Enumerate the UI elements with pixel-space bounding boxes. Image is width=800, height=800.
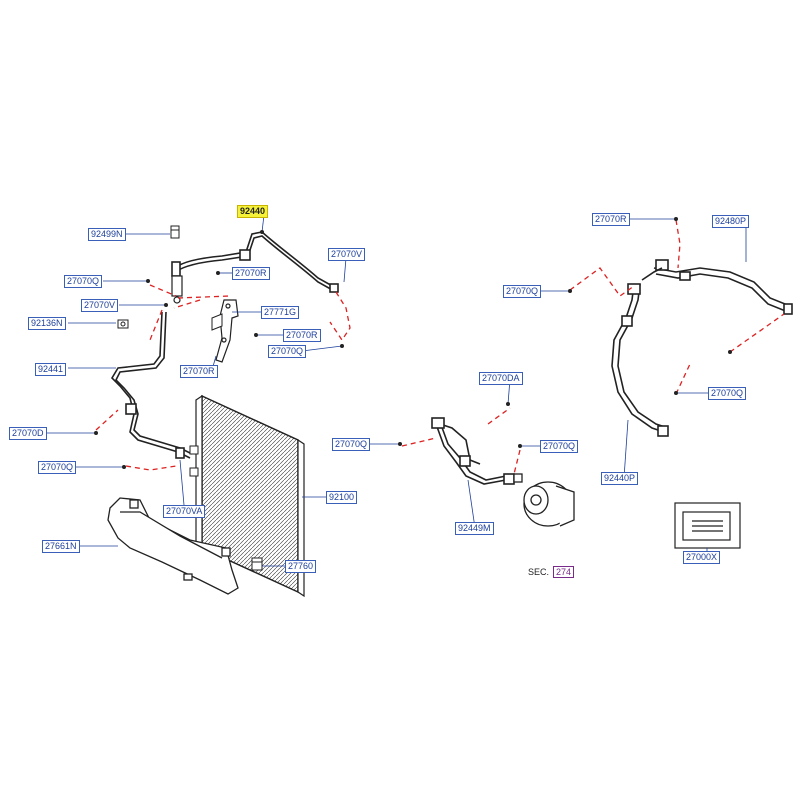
section-reference[interactable]: SEC.274 — [528, 566, 575, 578]
air-guide-27661n — [107, 497, 239, 595]
bracket-27771g — [215, 299, 239, 363]
part-label-27070q-d[interactable]: 27070Q — [332, 438, 371, 451]
bolt-27760-icon — [251, 557, 263, 571]
hose-92449m — [431, 417, 515, 485]
part-label-27070d[interactable]: 27070D — [9, 427, 47, 440]
part-label-27070q-g[interactable]: 27070Q — [708, 387, 747, 400]
anchor-dots — [94, 217, 732, 469]
part-label-27760[interactable]: 27760 — [285, 560, 317, 573]
part-label-27070q-f[interactable]: 27070Q — [503, 285, 542, 298]
drier-connector — [171, 275, 183, 304]
part-label-27070r-d[interactable]: 27070R — [592, 213, 630, 226]
part-92136n-icon — [117, 319, 129, 329]
compressor-icon — [513, 473, 575, 527]
part-label-92136n[interactable]: 92136N — [28, 317, 66, 330]
reference-dash-lines — [95, 219, 785, 475]
clip-mount — [211, 313, 223, 331]
part-label-92440p[interactable]: 92440P — [601, 472, 639, 485]
leader-lines — [44, 214, 747, 567]
part-label-92449m[interactable]: 92449M — [455, 522, 494, 535]
hose-92480p — [653, 259, 793, 315]
part-label-27000x[interactable]: 27000X — [683, 551, 721, 564]
part-label-92100[interactable]: 92100 — [326, 491, 358, 504]
part-label-27070q-c[interactable]: 27070Q — [38, 461, 77, 474]
part-label-27070da[interactable]: 27070DA — [479, 372, 523, 385]
fitting-92499n-icon — [170, 225, 180, 239]
part-label-27070q-e[interactable]: 27070Q — [540, 440, 579, 453]
section-number[interactable]: 274 — [553, 566, 575, 578]
part-label-27070q-b[interactable]: 27070Q — [268, 345, 307, 358]
part-label-27070v-top[interactable]: 27070V — [328, 248, 366, 261]
part-label-27070r-a[interactable]: 27070R — [232, 267, 270, 280]
part-label-27070q-a[interactable]: 27070Q — [64, 275, 103, 288]
hose-92440p — [611, 267, 669, 437]
part-label-92480p[interactable]: 92480P — [712, 215, 750, 228]
part-label-92440[interactable]: 92440 — [237, 205, 269, 218]
part-label-27661n[interactable]: 27661N — [42, 540, 80, 553]
part-label-27771g[interactable]: 27771G — [261, 306, 300, 319]
part-label-27070r-c[interactable]: 27070R — [180, 365, 218, 378]
part-label-92441[interactable]: 92441 — [35, 363, 67, 376]
part-label-27070v-b[interactable]: 27070V — [81, 299, 119, 312]
part-label-27070r-b[interactable]: 27070R — [283, 329, 321, 342]
part-label-27070va[interactable]: 27070VA — [163, 505, 206, 518]
pipe-92440 — [171, 231, 339, 293]
pipe-92441 — [110, 311, 193, 459]
section-prefix: SEC. — [528, 567, 550, 577]
label-plate-27000x — [674, 502, 741, 549]
part-label-92499n[interactable]: 92499N — [88, 228, 126, 241]
